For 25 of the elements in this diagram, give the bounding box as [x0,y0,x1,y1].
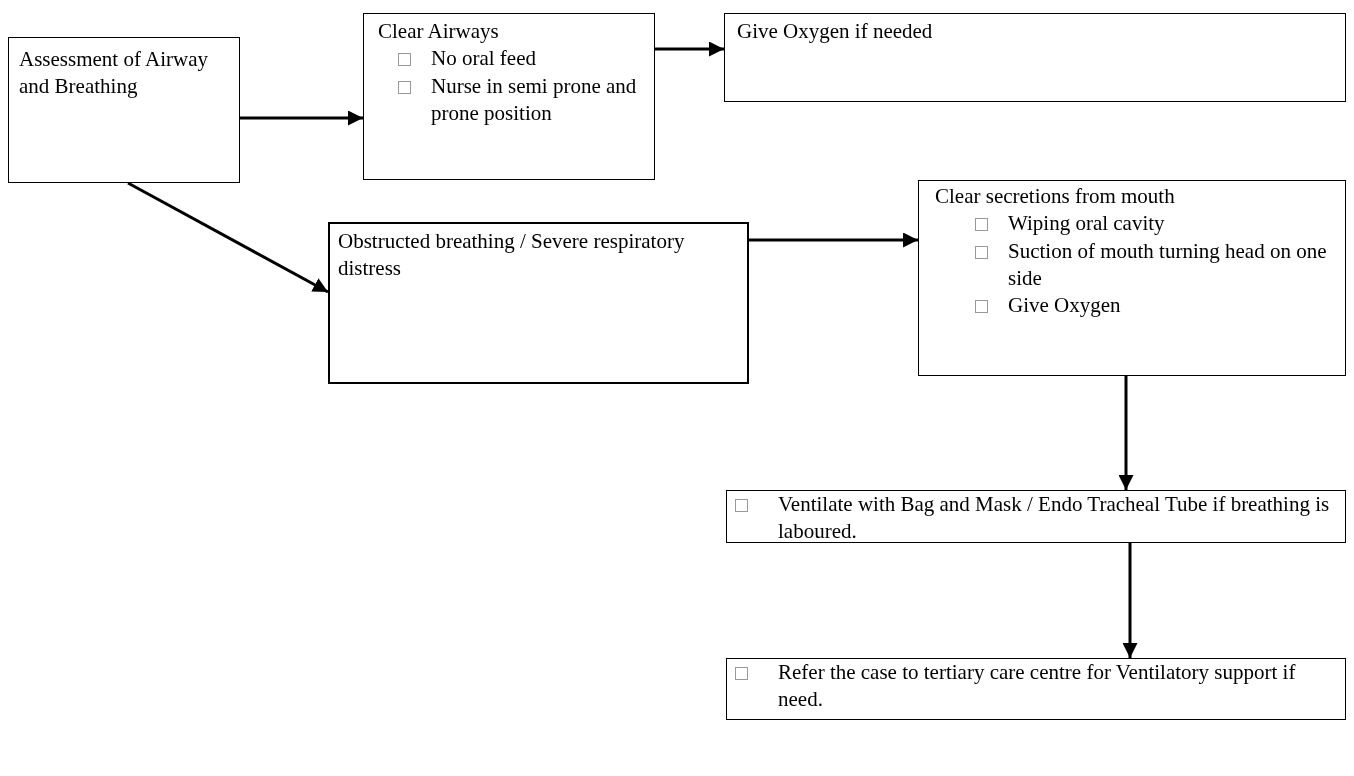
box-text: Clear Airways [378,18,500,45]
process-box [726,658,1346,720]
process-box [918,180,1346,376]
list-item: No oral feed [431,45,536,73]
arrow [1118,376,1134,490]
arrow [1122,543,1138,658]
arrow [749,232,918,248]
box-text: Clear secretions from mouth [935,183,1176,210]
arrow [127,181,329,294]
process-box [363,13,655,180]
process-box [328,222,749,384]
process-box [8,37,240,183]
box-text: Assessment of Airway and Breathing [19,46,209,101]
list-item: Give Oxygen [1008,292,1121,320]
list-item: Suction of mouth turning head on one side [1008,237,1328,292]
box-text: Give Oxygen if needed [737,18,934,45]
process-box [724,13,1346,102]
list-item: Nurse in semi prone and prone position [431,72,638,127]
arrow [240,110,363,126]
arrow [655,41,724,57]
box-text: Obstructed breathing / Severe respiratory distress [338,228,686,283]
list-item: Wiping oral cavity [1008,210,1165,238]
process-box [726,490,1346,543]
list-item: Ventilate with Bag and Mask / Endo Tracheal Tube if breathing is laboured. [778,491,1331,546]
list-item: Refer the case to tertiary care centre for Ventilatory support if need. [778,659,1297,714]
